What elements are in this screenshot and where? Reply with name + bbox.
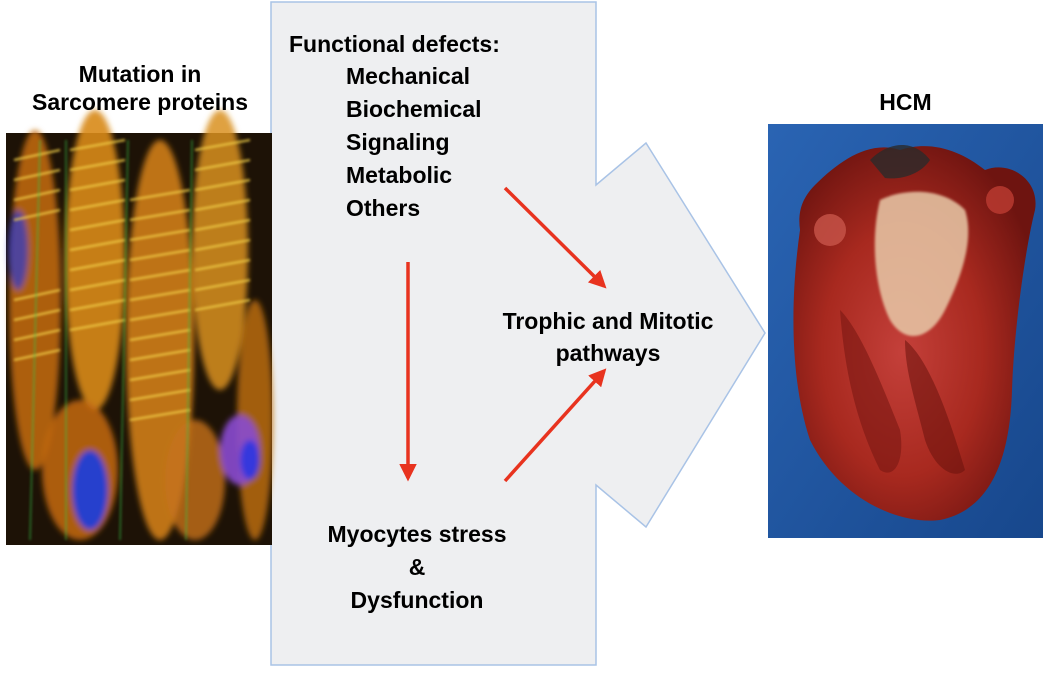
pathways-label: Trophic and Mitotic pathways: [468, 305, 748, 369]
stress-line1: Myocytes stress: [327, 521, 507, 547]
hcm-title: HCM: [879, 89, 932, 115]
red-arrow-stress-to-pathways: [503, 368, 607, 483]
defect-mechanical: Mechanical: [346, 63, 470, 89]
mutation-title-line1: Mutation in: [78, 61, 202, 87]
stress-line2: &: [408, 554, 426, 580]
block-arrow: [270, 1, 766, 666]
pathways-line2: pathways: [555, 340, 661, 366]
myocytes-stress-label: Myocytes stress & Dysfunction: [287, 518, 547, 617]
functional-defects-title: Functional defects:: [289, 31, 500, 57]
stress-line3: Dysfunction: [350, 587, 484, 613]
defect-others: Others: [346, 195, 421, 221]
hcm-heart-photo: [768, 124, 1043, 538]
mutation-title-line2: Sarcomere proteins: [31, 89, 249, 115]
defect-biochemical: Biochemical: [346, 96, 482, 122]
red-arrow-defects-to-pathways: [503, 186, 607, 289]
pathways-line1: Trophic and Mitotic: [502, 308, 714, 334]
sarcomere-micrograph: [6, 110, 273, 545]
defect-signaling: Signaling: [346, 129, 450, 155]
mutation-title: Mutation in Sarcomere proteins: [0, 60, 280, 116]
defect-metabolic: Metabolic: [346, 162, 453, 188]
